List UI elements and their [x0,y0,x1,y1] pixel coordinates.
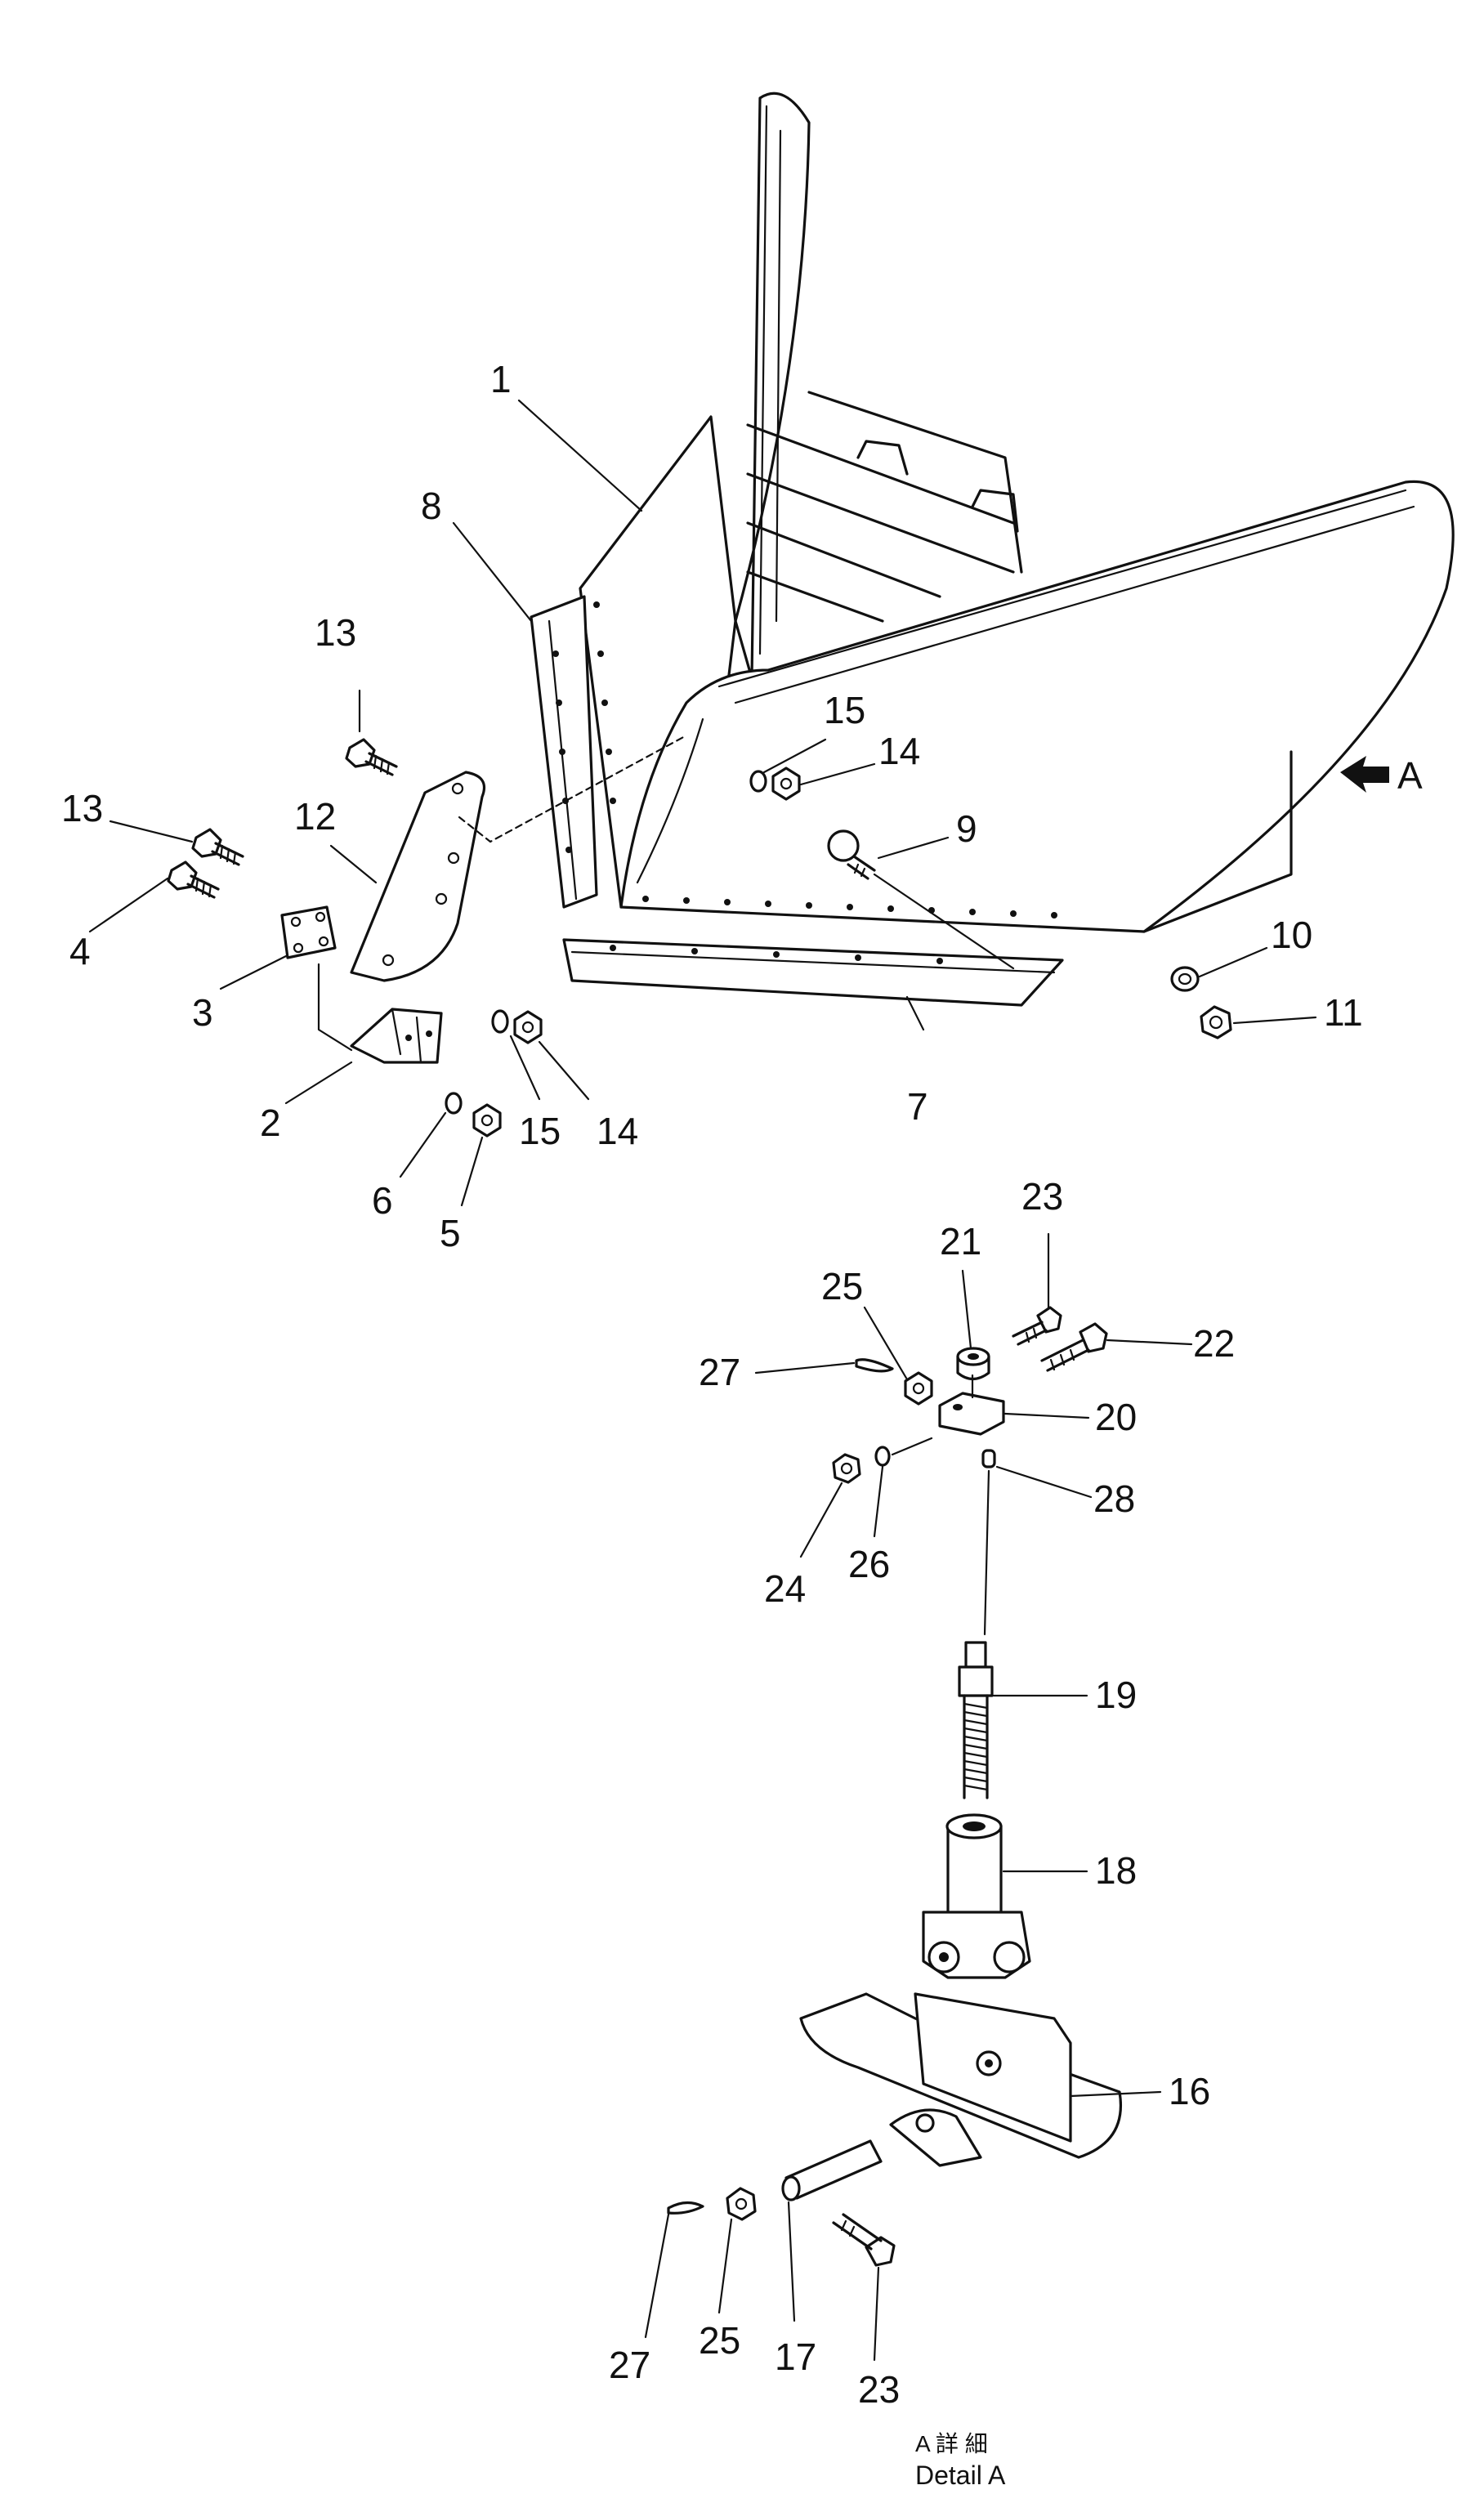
callout-25-lower: 25 [699,2319,740,2362]
washer-26 [874,1446,891,1467]
bolt-13-lower [191,828,244,866]
part-19-adjusting-screw [958,1641,994,1799]
part-17-pin [781,2139,883,2201]
callout-1: 1 [490,358,512,400]
view-a-marker: A [1397,754,1423,797]
callout-27-lower: 27 [609,2344,650,2386]
detail-centerline [983,1469,990,1636]
part-3-plate [280,905,337,959]
callout-28: 28 [1093,1477,1135,1520]
callout-2: 2 [260,1102,281,1144]
callout-9: 9 [956,807,977,850]
bolt-4 [167,860,220,899]
nut-25-upper [904,1371,933,1406]
nut-11 [1200,1005,1232,1039]
callout-21: 21 [940,1220,981,1263]
nut-24 [832,1453,861,1484]
part-7-cutting-edge [562,938,1064,1007]
callout-labels: 1 8 13 12 13 4 3 2 6 5 15 14 15 14 9 7 1… [61,358,1363,2411]
callout-14-lower: 14 [597,1110,638,1152]
nut-14-upper [771,767,801,801]
callout-17: 17 [775,2335,816,2378]
callout-5: 5 [440,1212,461,1254]
callout-20: 20 [1095,1396,1137,1438]
cotter-pin-27-upper [855,1358,894,1373]
callout-10: 10 [1271,914,1312,956]
washer-10 [1170,966,1200,992]
bolt-23-upper [1012,1306,1062,1346]
washer-6 [445,1092,463,1115]
bolt-23-lower [832,2213,896,2267]
callout-4: 4 [69,930,91,972]
part-21-collar [956,1347,990,1381]
cotter-pin-27-lower [667,2201,704,2215]
callout-24: 24 [764,1567,806,1610]
callout-14-upper: 14 [878,730,920,772]
nut-14-lower [513,1010,543,1044]
part-16-shoe [799,1992,1122,2167]
callout-23-upper: 23 [1021,1175,1063,1218]
nut-5 [472,1103,502,1138]
callout-7: 7 [907,1085,928,1128]
callout-11: 11 [1324,991,1363,1034]
part-20-clevis [938,1374,1005,1436]
detail-caption-jp: A 詳 細 [915,2431,988,2456]
callout-23-lower: 23 [858,2368,900,2411]
callout-16: 16 [1169,2070,1210,2112]
callout-13-lower: 13 [61,787,103,829]
callout-27-upper: 27 [699,1351,740,1393]
part-2-bracket [317,963,443,1064]
detail-caption-en: Detail A [915,2461,1006,2490]
callout-15-lower: 15 [519,1110,561,1152]
nut-25-lower [726,2187,757,2221]
part-8-side-edge [530,595,598,909]
callout-15-upper: 15 [824,689,865,731]
callout-12: 12 [294,795,336,838]
view-a-arrow: A [1340,754,1423,797]
part-12-arm-plate [350,734,688,982]
washer-15-lower [491,1009,509,1034]
callout-3: 3 [192,991,213,1034]
callout-26: 26 [848,1543,890,1585]
washer-15-upper [749,770,767,793]
callout-18: 18 [1095,1849,1137,1892]
callout-13-upper: 13 [315,611,356,654]
part-1-shank-assembly [579,92,1455,933]
part-1-bolt-holes [593,601,1057,919]
bolt-22 [1040,1322,1108,1372]
bolt-9 [827,829,1015,970]
callout-8: 8 [421,485,442,527]
callout-6: 6 [372,1179,393,1222]
part-28-spacer [981,1449,996,1468]
bolt-13-upper [345,738,398,776]
callout-25-upper: 25 [821,1265,863,1307]
part-18-bushing [922,1813,1031,1979]
callout-19: 19 [1095,1674,1137,1716]
leader-lines [88,399,1317,2362]
callout-22: 22 [1193,1322,1235,1365]
leader-washer-to-clevis [891,1437,933,1456]
